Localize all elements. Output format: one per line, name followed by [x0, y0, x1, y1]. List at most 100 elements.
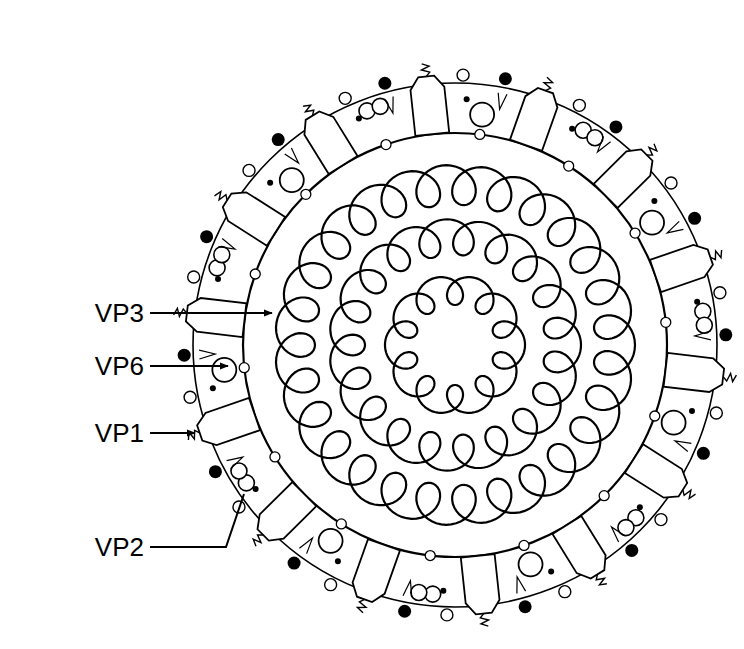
black-dot [288, 557, 301, 570]
vp1-spike [625, 444, 687, 497]
glycan-circle [325, 579, 337, 591]
small-dot [569, 126, 575, 132]
spike-tail [215, 192, 228, 201]
stick [285, 148, 299, 163]
small-dot [464, 96, 470, 102]
inner-circle [630, 228, 640, 238]
vp1-spike [650, 245, 713, 292]
spike-tail [253, 535, 263, 546]
rna-coil [385, 277, 525, 413]
part-label: VP1 [93, 420, 146, 446]
inner-circle [425, 551, 435, 561]
vp6-protein [662, 411, 686, 435]
inner-circle [599, 491, 609, 501]
small-dot [637, 504, 643, 510]
stick [227, 457, 243, 469]
black-dot [697, 447, 710, 460]
vp1-spike [304, 111, 357, 173]
glycan-circle [559, 586, 571, 598]
inner-circle [250, 269, 260, 279]
glycan-circle [184, 391, 196, 403]
spike-tail [357, 599, 366, 612]
glycan-circle [339, 92, 351, 104]
part-label: VP3 [93, 300, 146, 326]
core-shell [243, 133, 667, 557]
small-dot [253, 486, 259, 492]
stick [667, 221, 683, 233]
small-dot [651, 198, 657, 204]
vp1-spike [186, 298, 247, 337]
vp6-protein [212, 358, 236, 382]
part-label: VP6 [93, 353, 146, 379]
rna-coil [330, 219, 581, 470]
black-dot [272, 133, 285, 146]
spike-tail [544, 77, 553, 90]
inner-circle [270, 452, 280, 462]
small-dot [335, 558, 341, 564]
black-dot [609, 120, 622, 133]
small-dot [267, 180, 273, 186]
black-dot [200, 230, 213, 243]
vp1-spike [223, 192, 285, 245]
spike-tail [596, 574, 607, 585]
glycan-circle [714, 287, 726, 299]
vp6-protein [280, 168, 304, 192]
part-label: VP2 [93, 534, 146, 560]
leader-line [150, 312, 272, 314]
inner-circle [336, 519, 346, 529]
stick [384, 97, 393, 114]
vp1-spike [258, 482, 317, 540]
glycan-circle [573, 99, 585, 111]
glycan-circle [457, 69, 469, 81]
spike-tail [710, 250, 721, 260]
stick [299, 538, 312, 554]
small-dot [210, 385, 216, 391]
inner-circle [661, 317, 671, 327]
glycan-circle [665, 177, 677, 189]
black-dot [719, 328, 732, 341]
vp1-spike [553, 516, 606, 579]
inner-circle [650, 411, 660, 421]
inner-circle [475, 129, 485, 139]
small-dot [694, 299, 700, 305]
glycan-circle [655, 514, 667, 526]
small-dot [440, 588, 446, 594]
vp6-protein [640, 211, 664, 235]
stick [199, 350, 215, 359]
black-dot [178, 349, 191, 362]
spike-tail [421, 64, 429, 77]
vp1-spike [664, 353, 725, 392]
inner-circle [381, 140, 391, 150]
rna-coil [276, 165, 635, 525]
spike-tail [303, 105, 314, 116]
vp1-spike [353, 539, 400, 602]
vp6-protein [470, 103, 494, 127]
stick [403, 581, 412, 598]
vp1-spike [197, 398, 260, 445]
black-dot [519, 600, 532, 613]
spike-tail [647, 144, 657, 155]
vp1-spike [510, 88, 557, 151]
black-dot [378, 77, 391, 90]
outer-shell [193, 83, 717, 607]
spike-tail [723, 373, 736, 381]
small-dot [548, 568, 554, 574]
black-dot [209, 465, 222, 478]
glycan-circle [188, 271, 200, 283]
vp1-spike [411, 76, 450, 136]
small-dot [356, 116, 362, 122]
vp2-lobe [411, 584, 427, 600]
vp1-spike [461, 554, 500, 614]
small-dot [689, 408, 695, 414]
leader-line [150, 494, 244, 547]
black-dot [625, 544, 638, 557]
black-dot [499, 72, 512, 85]
vp2-lobe [214, 247, 230, 263]
leader-line [150, 365, 228, 367]
virion-drawing [174, 64, 737, 626]
glycan-circle [441, 609, 453, 621]
inner-circle [301, 189, 311, 199]
inner-circle [239, 363, 249, 373]
inner-circle [519, 540, 529, 550]
vp6-protein [519, 552, 543, 576]
